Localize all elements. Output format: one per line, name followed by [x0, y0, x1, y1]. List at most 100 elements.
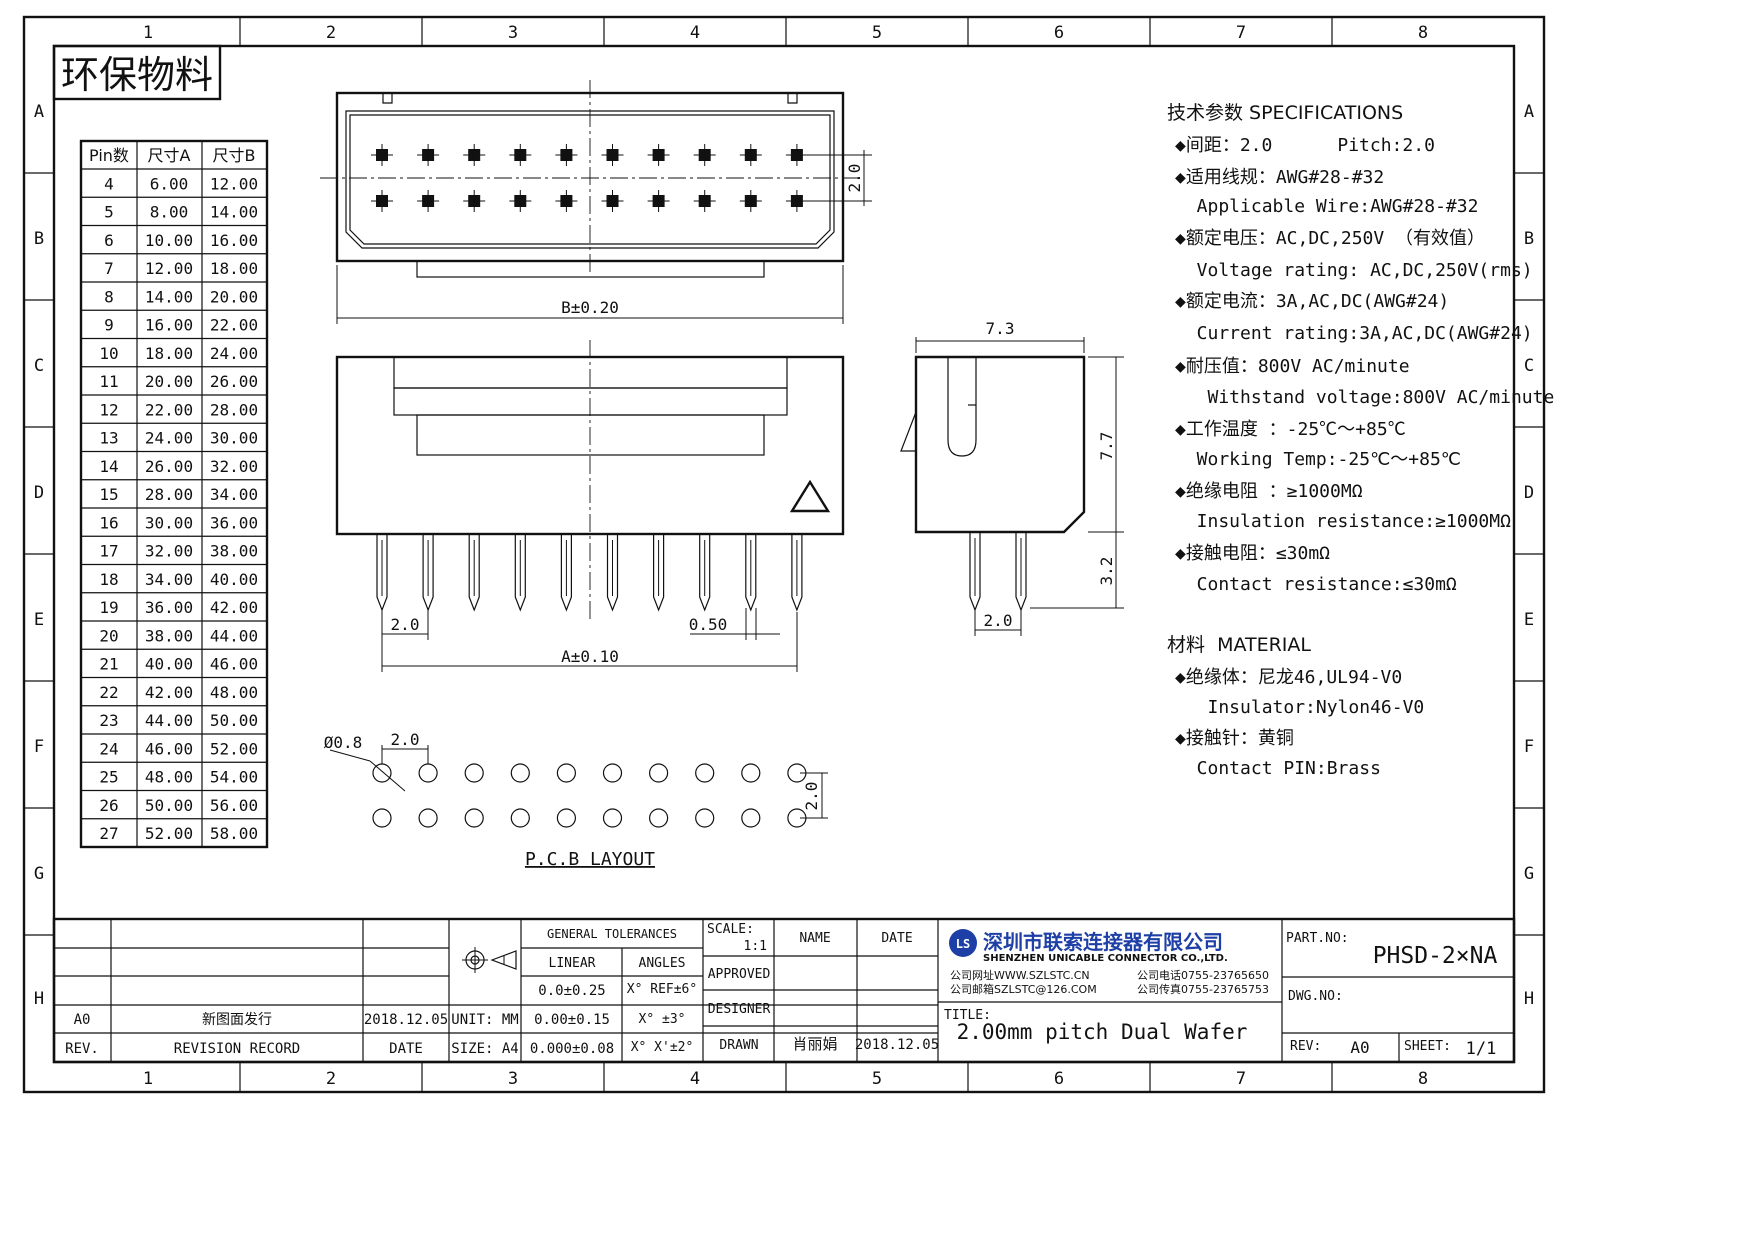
table-cell: 30.00	[145, 513, 193, 532]
top-pin-contact	[647, 190, 670, 212]
table-cell: 16.00	[210, 231, 258, 250]
linear-tol-2: 0.00±0.15	[534, 1012, 610, 1028]
table-cell: 38.00	[210, 542, 258, 561]
grid-row-d: D	[34, 483, 44, 503]
table-cell: 42.00	[210, 598, 258, 617]
table-cell: 44.00	[210, 626, 258, 645]
company-website: 公司网址WWW.SZLSTC.CN	[950, 968, 1090, 982]
table-cell: 26.00	[145, 457, 193, 476]
company-name-cn: 深圳市联索连接器有限公司	[983, 930, 1223, 954]
side-width-dim: 7.3	[986, 319, 1015, 338]
grid-row-a-right: A	[1524, 102, 1534, 122]
company-logo-text: LS	[956, 937, 970, 951]
linear-tol-1: 0.0±0.25	[538, 983, 605, 999]
specifications: 技术参数 SPECIFICATIONS ◆间距：2.0 Pitch:2.0 ◆适…	[1167, 102, 1554, 779]
table-cell: 4	[104, 174, 114, 193]
top-pin-contact	[417, 144, 440, 166]
table-cell: 44.00	[145, 711, 193, 730]
pcb-hole	[695, 808, 715, 828]
grid-row-g-right: G	[1524, 864, 1534, 884]
table-cell: 32.00	[145, 542, 193, 561]
top-pin-contact	[739, 144, 762, 166]
angle-tol-3: X° X'±2°	[631, 1040, 694, 1055]
spec-line-withstand-en: Withstand voltage:800V AC/minute	[1175, 387, 1554, 408]
table-cell: 36.00	[210, 513, 258, 532]
table-cell: 32.00	[210, 457, 258, 476]
projection-symbol	[462, 947, 517, 973]
spec-line-contact-cn: ◆接触电阻：≤30mΩ	[1175, 543, 1330, 564]
front-pin	[606, 533, 619, 612]
table-cell: 12	[99, 400, 118, 419]
grid-col-6: 6	[1054, 23, 1064, 43]
grid-col-7: 7	[1236, 23, 1246, 43]
table-cell: 26	[99, 796, 118, 815]
drawn-label: DRAWN	[719, 1038, 758, 1053]
part-number: PHSD-2×NA	[1373, 943, 1498, 969]
top-pin-contact	[417, 190, 440, 212]
table-cell: 56.00	[210, 796, 258, 815]
pcb-hole	[695, 763, 715, 783]
drawing-sheet: 1 2 3 4 5 6 7 8 1 2 3 4 5 6 7 8 A B C D …	[22, 15, 1554, 1094]
grid-row-b-right: B	[1524, 229, 1534, 249]
pcb-hole	[464, 763, 484, 783]
spec-line-voltage-en: Voltage rating: AC,DC,250V(rms)	[1175, 260, 1533, 281]
top-pin-contact	[371, 190, 393, 212]
table-cell: 40.00	[145, 655, 193, 674]
table-cell: 17	[99, 542, 118, 561]
material-line-pin-cn: ◆接触针：黄铜	[1175, 728, 1294, 749]
top-pin-contact	[785, 190, 808, 212]
side-height-dim: 7.7	[1097, 432, 1116, 461]
drawn-by-name: 肖丽娟	[792, 1035, 837, 1053]
scale-label: SCALE:	[707, 922, 754, 937]
revision-record-label: REVISION RECORD	[174, 1041, 300, 1057]
linear-label: LINEAR	[549, 956, 596, 971]
material-heading: 材料 MATERIAL	[1167, 634, 1311, 656]
top-pin-contact	[463, 144, 486, 166]
drawing-title: 2.00mm pitch Dual Wafer	[957, 1020, 1248, 1044]
pin-width-dim: 0.50	[689, 615, 728, 634]
table-cell: 48.00	[210, 683, 258, 702]
spec-line-insulation-cn: ◆绝缘电阻 ：≥1000MΩ	[1175, 481, 1363, 502]
table-cell: 36.00	[145, 598, 193, 617]
pcb-hole	[464, 808, 484, 828]
table-cell: 12.00	[210, 174, 258, 193]
top-pin-contact	[463, 190, 486, 212]
spec-heading: 技术参数 SPECIFICATIONS	[1167, 102, 1403, 124]
front-pin	[699, 533, 711, 612]
table-cell: 27	[99, 824, 118, 843]
pcb-hole	[648, 808, 669, 828]
table-cell: 19	[99, 598, 118, 617]
date-column-label: DATE	[389, 1041, 423, 1057]
front-pin	[514, 533, 526, 612]
scale-value: 1:1	[744, 939, 767, 954]
table-header-size-a: 尺寸A	[148, 146, 191, 165]
unit-label: UNIT: MM	[451, 1012, 518, 1028]
company-phone: 公司电话0755-23765650	[1137, 969, 1269, 982]
table-cell: 18	[99, 570, 118, 589]
table-cell: 24.00	[210, 344, 258, 363]
table-cell: 52.00	[210, 739, 258, 758]
pcb-row-dim: 2.0	[802, 782, 821, 811]
grid-row-f: F	[34, 737, 44, 757]
pcb-layout: Ø0.8 2.0 2.0 P.C.B LAYOUT	[324, 730, 828, 870]
side-pin	[1015, 531, 1027, 612]
table-cell: 40.00	[210, 570, 258, 589]
sheet-number: 1/1	[1466, 1039, 1497, 1059]
title-block: A0 新图面发行 2018.12.05 REV. REVISION RECORD…	[52, 917, 1516, 1064]
grid-col-3: 3	[508, 23, 518, 43]
table-cell: 14	[99, 457, 118, 476]
pcb-hole	[741, 808, 761, 828]
rev-description: 新图面发行	[202, 1012, 272, 1028]
table-cell: 26.00	[210, 372, 258, 391]
table-cell: 14.00	[145, 287, 193, 306]
spec-line-current-en: Current rating:3A,AC,DC(AWG#24)	[1175, 323, 1533, 344]
spec-line-temp-cn: ◆工作温度 ：-25℃～+85℃	[1175, 419, 1406, 440]
table-cell: 34.00	[145, 570, 193, 589]
top-pin-contact	[785, 144, 808, 166]
table-cell: 7	[104, 259, 114, 278]
grid-col-2: 2	[326, 23, 336, 43]
grid-col-6-bottom: 6	[1054, 1069, 1064, 1089]
name-column-label: NAME	[799, 931, 830, 946]
pcb-hole	[372, 808, 392, 828]
